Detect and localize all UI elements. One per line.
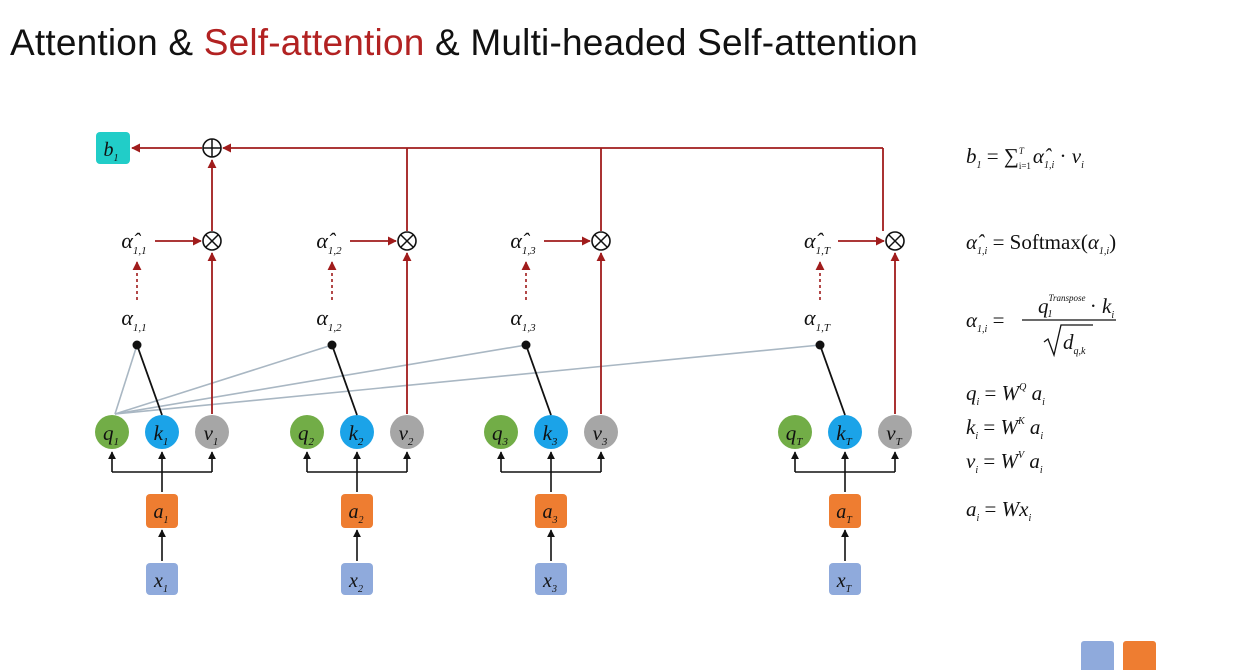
key-to-score-line: [525, 344, 552, 416]
k-key-circle: [340, 415, 374, 449]
title-part-self-attention: Self-attention: [203, 22, 425, 63]
attention-link-q1-2: [114, 344, 333, 415]
attention-links: [114, 344, 821, 415]
sqrt-sign: [1043, 324, 1093, 358]
equation-k-projection: ki = WK ai: [966, 415, 1043, 442]
k-key-label: k2: [349, 421, 364, 448]
v-value-label: vT: [886, 421, 902, 448]
key-to-score-line: [819, 344, 846, 416]
q-query-label: q2: [298, 421, 315, 448]
v-value-circle: [195, 415, 229, 449]
x-input-box: [829, 563, 861, 595]
a-embedding-label: a3: [543, 501, 558, 526]
a-embedding-label: a1: [154, 501, 169, 526]
k-key-label: kT: [836, 421, 852, 448]
q-query-circle: [778, 415, 812, 449]
equation-alpha-lhs: α1,i =: [966, 308, 1004, 335]
multiply-cross-b: [400, 234, 414, 248]
page-title: Attention & Self-attention & Multi-heade…: [10, 22, 918, 64]
q-query-circle: [290, 415, 324, 449]
q-query-circle: [95, 415, 129, 449]
equation-softmax: α̂1,i = Softmax(α1,i): [966, 230, 1116, 257]
title-part-multi-headed: & Multi-headed Self-attention: [424, 22, 918, 63]
score-node: [327, 340, 337, 350]
k-key-label: k3: [543, 421, 558, 448]
alpha-score-label: α1,1: [121, 305, 146, 334]
title-part-attention: Attention &: [10, 22, 204, 63]
corner-square-2: [1123, 641, 1156, 670]
corner-square-1: [1081, 641, 1114, 670]
score-node: [521, 340, 531, 350]
v-value-circle: [390, 415, 424, 449]
v-value-circle: [584, 415, 618, 449]
column-3: x3 a3 q3 k3 v3 α1,3 α̂1,3: [484, 228, 618, 595]
v-value-label: v3: [593, 421, 608, 448]
equation-q-projection: qi = WQ ai: [966, 381, 1045, 408]
v-value-circle: [878, 415, 912, 449]
score-node: [815, 340, 825, 350]
alpha-score-label: α1,3: [510, 305, 536, 334]
k-key-circle: [534, 415, 568, 449]
x-input-label: x1: [153, 570, 168, 595]
v-value-label: v1: [204, 421, 219, 448]
x-input-box: [341, 563, 373, 595]
column-2: x2 a2 q2 k2 v2 α1,2 α̂1,2: [290, 228, 424, 595]
attention-link-q1-4: [114, 344, 821, 415]
alpha-hat-weight-label: α̂1,3: [510, 228, 536, 257]
column-4: xT aT qT kT vT α1,T α̂1,T: [778, 228, 912, 595]
a-embedding-box: [341, 494, 373, 528]
v-value-label: v2: [399, 421, 414, 448]
x-input-label: x3: [542, 570, 557, 595]
alpha-hat-weight-label: α̂1,T: [804, 228, 831, 257]
alpha-score-label: α1,T: [804, 305, 831, 334]
q-query-label: q1: [103, 421, 119, 448]
b-output-box: [96, 132, 130, 164]
a-embedding-box: [829, 494, 861, 528]
column-1: x1 a1 q1 k1 v1 α1,1 α̂1,1: [95, 228, 229, 595]
score-node: [132, 340, 142, 350]
equation-v-projection: vi = WV ai: [966, 449, 1043, 476]
multiply-cross-b: [205, 234, 219, 248]
k-key-label: k1: [154, 421, 169, 448]
x-input-label: xT: [836, 570, 853, 595]
alpha-score-label: α1,2: [316, 305, 342, 334]
q-query-label: q3: [492, 421, 509, 448]
alpha-hat-weight-label: α̂1,2: [316, 228, 342, 257]
x-input-box: [535, 563, 567, 595]
a-embedding-box: [535, 494, 567, 528]
q-query-circle: [484, 415, 518, 449]
a-embedding-label: a2: [349, 501, 364, 526]
q-query-label: qT: [786, 421, 804, 448]
equation-alpha-denominator: dq,k: [1063, 330, 1086, 357]
k-key-circle: [145, 415, 179, 449]
key-to-score-line: [331, 344, 358, 416]
x-input-box: [146, 563, 178, 595]
alpha-hat-weight-label: α̂1,1: [121, 228, 146, 257]
k-key-circle: [828, 415, 862, 449]
attention-link-q1-1: [114, 344, 138, 415]
key-to-score-line: [136, 344, 163, 416]
attention-link-q1-3: [114, 344, 527, 415]
multiply-cross-b: [888, 234, 902, 248]
sequence-columns: x1 a1 q1 k1 v1 α1,1 α̂1,1 x2 a2 q2 k2 v2 α1,2 α̂1,2 x3…: [95, 228, 912, 595]
a-embedding-box: [146, 494, 178, 528]
equation-a-embedding: ai = Wxi: [966, 497, 1031, 524]
x-input-label: x2: [348, 570, 363, 595]
multiply-cross-b: [594, 234, 608, 248]
output-aggregation: b1: [96, 132, 884, 231]
b-output-label: b1: [104, 139, 119, 164]
a-embedding-label: aT: [836, 501, 853, 526]
